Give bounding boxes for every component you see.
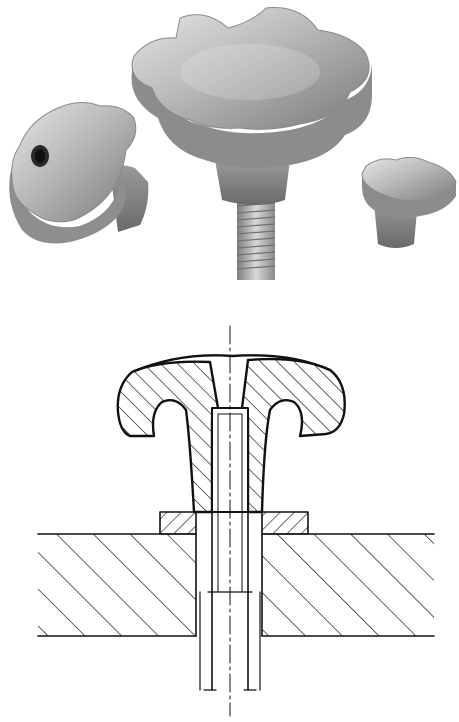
section-drawing [0,300,459,722]
washer-section [159,511,309,535]
base-plate-section [37,533,435,637]
left-knob-top-face [11,102,137,223]
section-drawing-svg [37,325,435,717]
through-hole-inner [35,149,45,163]
right-knob [361,156,457,248]
large-knob-highlight [180,44,320,100]
large-knob-side [131,60,372,168]
tapped-hole [199,591,261,691]
product-photo-svg [9,6,457,280]
left-knob [9,102,149,244]
thread-lines [236,202,276,270]
right-knob-side [362,174,456,219]
product-photo [0,0,459,300]
large-knob-hub [215,160,290,205]
large-knob-top-face [131,6,370,130]
large-knob [131,6,372,280]
right-knob-top-face [361,156,457,202]
left-knob-side [9,168,127,244]
knob-section [116,354,346,514]
